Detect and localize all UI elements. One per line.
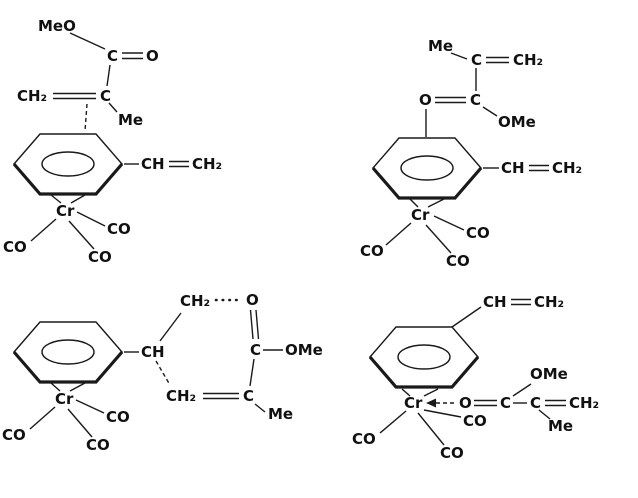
bl-co-bottom-label: CO: [86, 436, 110, 454]
br-carbonyl-oxygen-label: O: [459, 394, 472, 412]
tr-carbonyl-oxygen-label: O: [419, 91, 432, 109]
br-co-right-label: CO: [463, 412, 487, 430]
structure-bottom-right-bonds: [368, 298, 566, 446]
aromatic-circle: [400, 155, 454, 181]
tl-styrene-ch-label: CH: [141, 155, 165, 173]
tl-co-right-label: CO: [107, 220, 131, 238]
coordination-arrow-head: [426, 398, 436, 408]
dashed-bond: [155, 360, 171, 386]
bl-co-right-label: CO: [106, 408, 130, 426]
br-alpha-carbon-label: C: [530, 394, 542, 412]
br-styrene-ch-label: CH: [483, 293, 507, 311]
aromatic-circle: [41, 151, 95, 177]
tr-alpha-carbon-label: C: [471, 51, 483, 69]
tl-co-bottom-label: CO: [88, 248, 112, 266]
tr-co-left-label: CO: [360, 242, 384, 260]
tr-vinyl-ch2-label: CH₂: [513, 51, 544, 69]
tl-chromium-label: Cr: [56, 202, 75, 220]
br-co-bottom-label: CO: [440, 444, 464, 462]
eta2-dashed-bond: [84, 103, 88, 132]
structure-top-right-bonds: [371, 52, 549, 254]
tr-styrene-ch-label: CH: [501, 159, 525, 177]
bl-ome-label: OMe: [285, 341, 323, 359]
benzene-ring-front: [12, 350, 124, 384]
br-vinyl-ch2-label: CH₂: [569, 394, 600, 412]
tl-co-left-label: CO: [3, 238, 27, 256]
br-ome-label: OMe: [530, 365, 568, 383]
bl-carbonyl-carbon-label: C: [250, 341, 262, 359]
tl-alpha-carbon-label: C: [100, 87, 112, 105]
bl-carbonyl-oxygen-label: O: [246, 291, 259, 309]
tr-chromium-label: Cr: [411, 206, 430, 224]
structure-top-left-bonds: [12, 32, 189, 250]
br-styrene-ch2-label: CH₂: [534, 293, 565, 311]
tl-carbonyl-oxygen-label: O: [146, 47, 159, 65]
aromatic-circle: [397, 344, 451, 370]
bl-vinyl-ch2-label: CH₂: [166, 387, 197, 405]
tl-methoxy-label: MeO: [38, 17, 76, 35]
tr-methyl-label: Me: [428, 37, 454, 55]
tr-carbonyl-carbon-label: C: [470, 91, 482, 109]
tr-co-bottom-label: CO: [446, 252, 470, 270]
tl-styrene-ch2-label: CH₂: [192, 155, 223, 173]
tl-carbonyl-carbon-label: C: [107, 47, 119, 65]
br-co-left-label: CO: [352, 430, 376, 448]
tr-styrene-ch2-label: CH₂: [552, 159, 583, 177]
bl-chromium-label: Cr: [55, 390, 74, 408]
br-carbonyl-carbon-label: C: [500, 394, 512, 412]
aromatic-circle: [41, 339, 95, 365]
bl-top-ch2-label: CH₂: [180, 292, 211, 310]
bl-co-left-label: CO: [2, 426, 26, 444]
br-methyl-label: Me: [548, 417, 574, 435]
bl-methyl-label: Me: [268, 405, 294, 423]
tl-methyl-label: Me: [118, 111, 144, 129]
tl-vinyl-ch2-label: CH₂: [17, 87, 48, 105]
benzene-ring-front: [371, 166, 483, 200]
benzene-ring-front: [12, 162, 124, 196]
bl-ring-ch-label: CH: [141, 343, 165, 361]
tr-ome-label: OMe: [498, 113, 536, 131]
tr-co-right-label: CO: [466, 224, 490, 242]
benzene-ring-front: [368, 355, 480, 389]
br-chromium-label: Cr: [404, 394, 423, 412]
bl-alpha-carbon-label: C: [243, 387, 255, 405]
structure-bottom-left-bonds: [12, 298, 283, 438]
